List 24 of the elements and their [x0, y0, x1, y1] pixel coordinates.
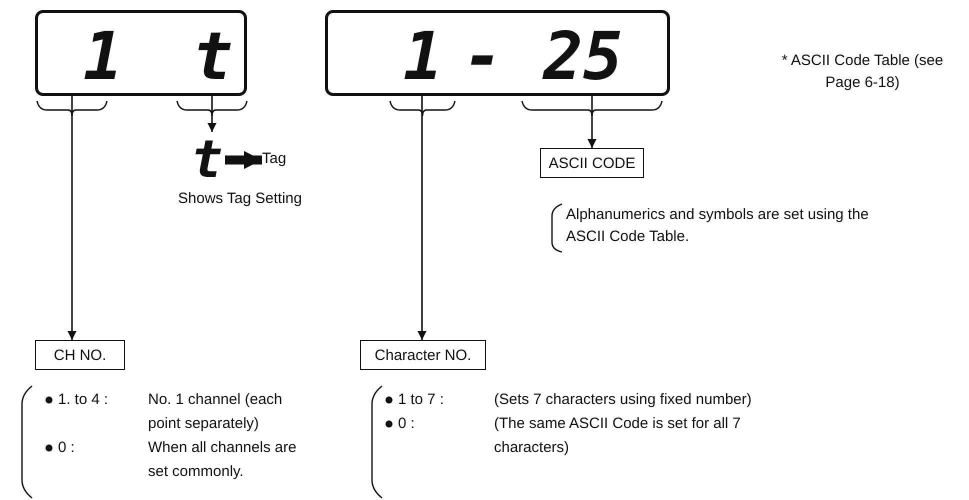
caption: Shows Tag Setting [178, 190, 303, 208]
display-digit: 1 [78, 21, 128, 93]
note: Alphanumerics and symbols are set using the ASCII Code Table. [566, 205, 870, 247]
arrow [208, 93, 216, 132]
arrow [418, 93, 426, 340]
arrow [225, 151, 262, 169]
channel-number-box: CH NO. [35, 340, 125, 370]
display-digit: - [463, 21, 503, 93]
list-item-text: When all channels are set commonly. [148, 438, 298, 482]
display-digit: t [188, 21, 238, 93]
display-panel [325, 10, 670, 96]
list-item-key: 1. to 4 : [58, 388, 148, 412]
display-digit: 25 [528, 21, 638, 93]
arrow [68, 93, 76, 340]
character-number-box: Character NO. [360, 340, 486, 370]
display-digit: 1 [398, 21, 448, 93]
list-item-key: 0 : [58, 436, 148, 460]
display-panel [35, 10, 247, 96]
tag-label: Tag [262, 150, 302, 170]
list-item-text: No. 1 channel (each point separately) [148, 390, 284, 434]
arrow [588, 93, 596, 148]
note: * ASCII Code Table (see Page 6-18) [780, 51, 944, 93]
ascii-code-box: ASCII CODE [540, 148, 644, 178]
display-digit: t [185, 132, 229, 188]
